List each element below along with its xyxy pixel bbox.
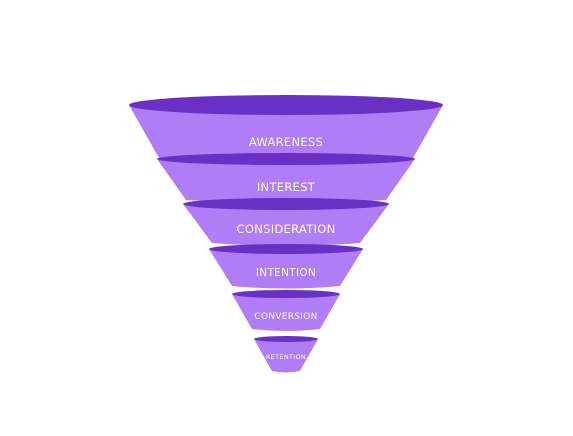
funnel-stage-retention-face — [254, 339, 318, 373]
funnel-stage-awareness-face — [129, 105, 443, 161]
funnel-stage-consideration-face — [183, 204, 389, 246]
funnel-stage-conversion-label: CONVERSION — [254, 312, 317, 322]
funnel-stage-consideration: CONSIDERATION — [183, 198, 389, 246]
funnel-stage-awareness-rim — [129, 95, 443, 115]
funnel-stage-conversion-rim — [232, 290, 340, 298]
funnel-stage-intention: INTENTION — [209, 244, 363, 289]
funnel-stage-conversion: CONVERSION — [232, 290, 340, 331]
funnel-stage-intention-label: INTENTION — [256, 267, 316, 279]
funnel-stage-conversion-face — [232, 294, 340, 331]
funnel-stage-intention-face — [209, 249, 363, 289]
funnel-stage-awareness: AWARENESS — [129, 95, 443, 161]
funnel-stage-retention: RETENTION — [254, 336, 318, 373]
funnel-stage-interest: INTEREST — [157, 153, 415, 203]
funnel-stage-retention-rim — [254, 336, 318, 342]
funnel-stage-awareness-label: AWARENESS — [249, 135, 323, 149]
funnel-stage-intention-rim — [209, 244, 363, 254]
funnel-stage-retention-label: RETENTION — [266, 353, 306, 361]
funnel-stage-consideration-rim — [183, 198, 389, 210]
funnel-stage-interest-rim — [157, 153, 415, 165]
funnel-stage-interest-face — [157, 159, 415, 203]
funnel-stage-interest-label: INTEREST — [257, 180, 316, 194]
funnel-stage-consideration-label: CONSIDERATION — [237, 222, 336, 236]
